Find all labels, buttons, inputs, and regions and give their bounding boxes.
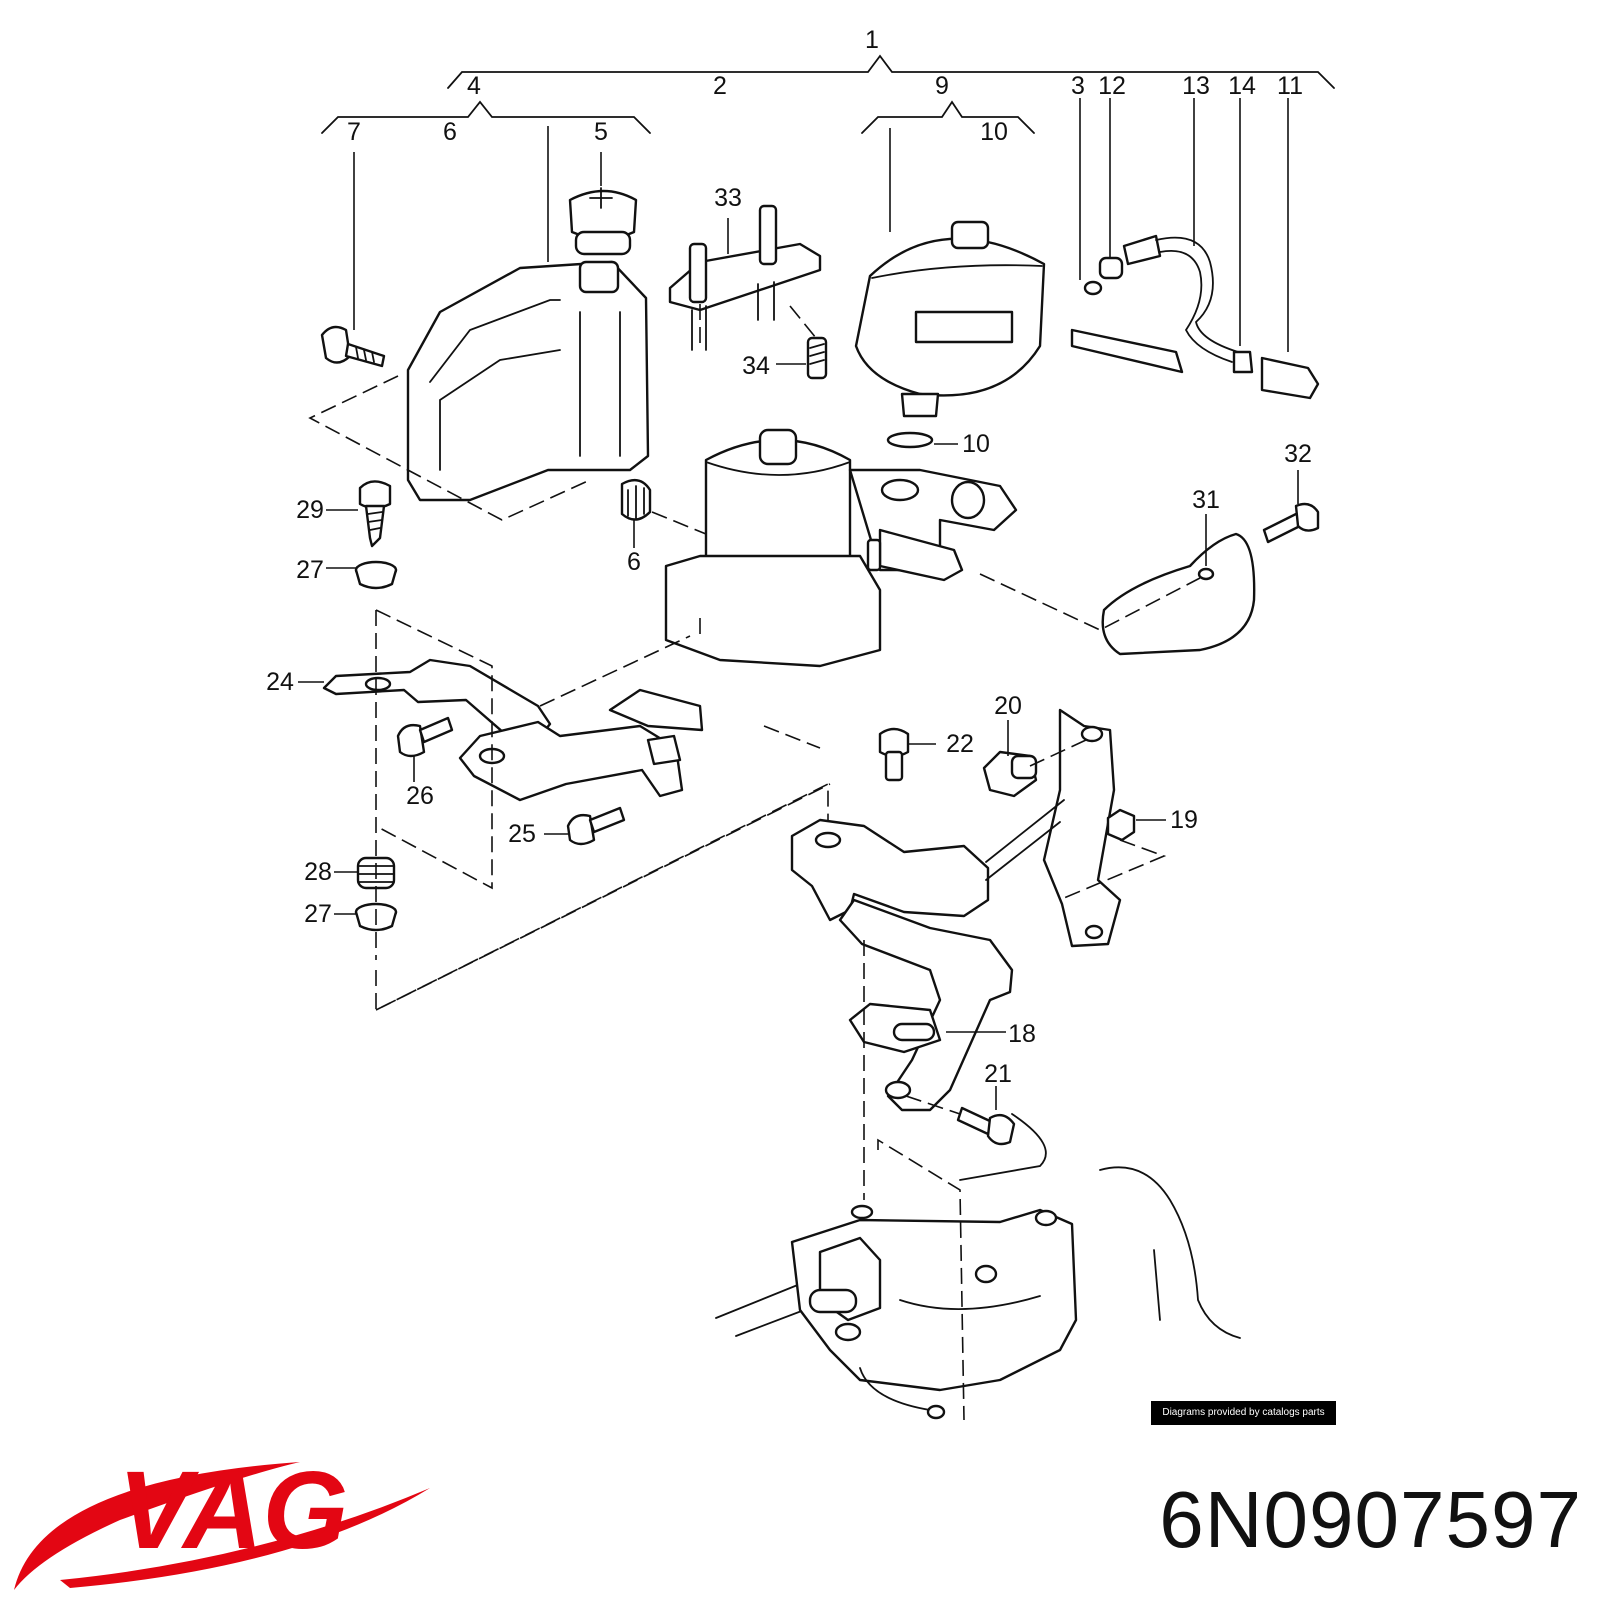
callout-12: 12 (1098, 72, 1126, 100)
bolt-25 (566, 806, 626, 846)
bracket-lower-left (458, 688, 704, 802)
valve-bolt (806, 336, 828, 380)
vehicle-body-section (715, 1113, 1241, 1420)
bracket-24 (322, 658, 552, 746)
callout-19: 19 (1170, 806, 1198, 834)
callout-27a: 27 (296, 556, 324, 584)
damper-6 (620, 478, 652, 521)
callout-4: 4 (467, 72, 481, 100)
bolt-22 (878, 727, 910, 782)
cover-plate (1101, 532, 1256, 656)
callout-26: 26 (406, 782, 434, 810)
mounting-bracket (790, 708, 1122, 1112)
fluid-reservoir (406, 260, 650, 502)
callout-29: 29 (296, 496, 324, 524)
reservoir-cap (568, 187, 638, 256)
diagram-credit: Diagrams provided by catalogs parts (1151, 1401, 1336, 1425)
pressure-accumulator (854, 220, 1046, 418)
callout-9: 9 (935, 72, 949, 100)
hydraulic-pump (664, 428, 1018, 668)
callout-1: 1 (865, 26, 879, 54)
callout-18: 18 (1008, 1020, 1036, 1048)
callout-5: 5 (594, 118, 608, 146)
logo-wordmark: VAG (118, 1449, 348, 1572)
callout-10b: 10 (962, 430, 990, 458)
nut-20 (982, 750, 1038, 798)
callout-25: 25 (508, 820, 536, 848)
callout-7: 7 (347, 118, 361, 146)
callout-27b: 27 (304, 900, 332, 928)
logo-swoosh (14, 1462, 300, 1590)
callout-3: 3 (1071, 72, 1085, 100)
callout-14: 14 (1228, 72, 1256, 100)
callout-6b: 6 (627, 548, 641, 576)
callout-11: 11 (1277, 72, 1303, 100)
logo-swoosh-tail (60, 1488, 430, 1588)
grouping-brackets (321, 54, 1335, 134)
callout-20: 20 (994, 692, 1022, 720)
callout-2: 2 (713, 72, 727, 100)
washer-27a (354, 560, 398, 590)
sensor-harness (1070, 234, 1320, 400)
callout-28: 28 (304, 858, 332, 886)
callout-10a: 10 (980, 118, 1008, 146)
callout-32: 32 (1284, 440, 1312, 468)
brand-logo: VAG (14, 1449, 430, 1590)
nut-19 (1106, 808, 1136, 842)
callout-6a: 6 (443, 118, 457, 146)
bolt-29 (358, 480, 392, 548)
reservoir-bolt (320, 325, 386, 368)
bolt-26 (396, 716, 454, 758)
bolt-21 (956, 1106, 1016, 1146)
bolt-32 (1262, 502, 1320, 544)
callout-21: 21 (984, 1060, 1012, 1088)
callout-31: 31 (1192, 486, 1220, 514)
assembly-lines (308, 304, 1201, 1421)
callout-34: 34 (742, 352, 770, 380)
part-number: 6N0907597 (1159, 1475, 1582, 1564)
callout-13: 13 (1182, 72, 1210, 100)
o-ring-10 (886, 431, 934, 449)
callout-labels: 1 2 3 4 5 6 6 7 9 10 10 11 12 13 14 18 1… (266, 26, 1312, 1088)
leader-lines (298, 98, 1299, 1110)
callout-33: 33 (714, 184, 742, 212)
callout-24: 24 (266, 668, 294, 696)
callout-22: 22 (946, 730, 974, 758)
valve-block (668, 204, 822, 351)
